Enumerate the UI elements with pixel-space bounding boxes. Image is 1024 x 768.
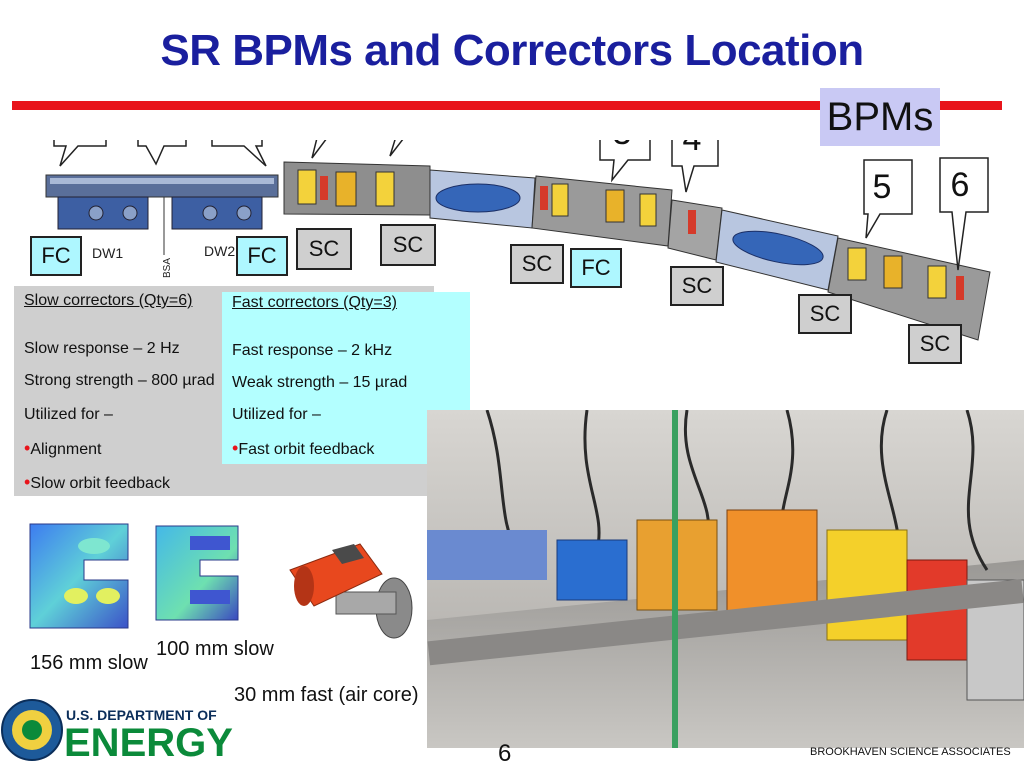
fast-utilized: Utilized for – bbox=[232, 406, 321, 423]
fast-response: Fast response – 2 kHz bbox=[232, 342, 393, 359]
bpm-callout-black-5: 5 bbox=[863, 159, 913, 239]
slow-strength: Strong strength – 800 µrad bbox=[24, 372, 215, 389]
magnet-100mm-slow-render bbox=[155, 525, 239, 621]
fast-strength: Weak strength – 15 µrad bbox=[232, 374, 408, 391]
bpm-legend: BPMs bbox=[820, 88, 940, 146]
dw1-label: DW1 bbox=[92, 245, 123, 261]
svg-text:6: 6 bbox=[951, 166, 970, 204]
fast-corrector-label: FC bbox=[30, 236, 82, 276]
page-number: 6 bbox=[498, 740, 512, 767]
caption-100mm-slow: 100 mm slow bbox=[156, 638, 274, 660]
magnet-30mm-fast-render bbox=[289, 543, 413, 639]
bpm-callout-black-1: 1 bbox=[311, 140, 327, 159]
slow-corrector-label: SC bbox=[670, 266, 724, 306]
bpm-callout-blue-3: 3 bbox=[137, 140, 187, 166]
caption-156mm-slow: 156 mm slow bbox=[30, 652, 148, 674]
slow-corrector-label: SC bbox=[908, 324, 962, 364]
storage-ring-tunnel-photo bbox=[427, 410, 1024, 748]
arc-girders bbox=[283, 161, 991, 341]
bsa-label: BSA bbox=[162, 258, 173, 278]
damping-wiggler-girder bbox=[45, 174, 279, 255]
doe-line1: U.S. DEPARTMENT OF bbox=[66, 707, 217, 723]
svg-text:4: 4 bbox=[683, 140, 702, 158]
bpm-callout-black-2: 2 bbox=[389, 140, 404, 157]
fast-corrector-label: FC bbox=[236, 236, 288, 276]
slow-corrector-label: SC bbox=[798, 294, 852, 334]
bpm-callout-blue-1: 1 bbox=[53, 140, 107, 167]
doe-logo: U.S. DEPARTMENT OF ENERGY bbox=[1, 699, 233, 762]
bpm-callout-black-4: 4 bbox=[671, 140, 719, 193]
slide-title: SR BPMs and Correctors Location bbox=[160, 26, 864, 75]
magnet-156mm-slow-render bbox=[29, 523, 129, 629]
magnet-renderings bbox=[29, 523, 413, 639]
slow-response: Slow response – 2 Hz bbox=[24, 340, 180, 357]
fast-use-item: •Fast orbit feedback bbox=[232, 438, 375, 458]
bpm-callout-black-3: 3 bbox=[599, 140, 651, 183]
dw2-label: DW2 bbox=[204, 243, 235, 259]
slow-utilized: Utilized for – bbox=[24, 406, 113, 423]
doe-line2: ENERGY bbox=[64, 721, 233, 762]
bpm-callout-black-6: 6 bbox=[939, 157, 989, 271]
slow-corrector-label: SC bbox=[380, 224, 436, 266]
slow-use-item: •Alignment bbox=[24, 438, 102, 458]
title-rule bbox=[12, 101, 1002, 110]
fast-corrector-label: FC bbox=[570, 248, 622, 288]
lattice-diagram: DW1 DW2 BSA 1 3 2 1 2 3 4 5 6 bbox=[45, 140, 991, 341]
slow-corrector-label: SC bbox=[510, 244, 564, 284]
bpm-callout-blue-2: 2 bbox=[211, 140, 267, 167]
slow-corrector-label: SC bbox=[296, 228, 352, 270]
svg-text:5: 5 bbox=[873, 168, 892, 206]
footer-organization: BROOKHAVEN SCIENCE ASSOCIATES bbox=[810, 746, 1011, 758]
slow-use-item: •Slow orbit feedback bbox=[24, 472, 170, 492]
svg-text:3: 3 bbox=[613, 140, 632, 152]
fast-correctors-heading: Fast correctors (Qty=3) bbox=[232, 294, 397, 311]
slow-correctors-heading: Slow correctors (Qty=6) bbox=[24, 292, 193, 309]
caption-30mm-fast: 30 mm fast (air core) bbox=[234, 684, 419, 706]
